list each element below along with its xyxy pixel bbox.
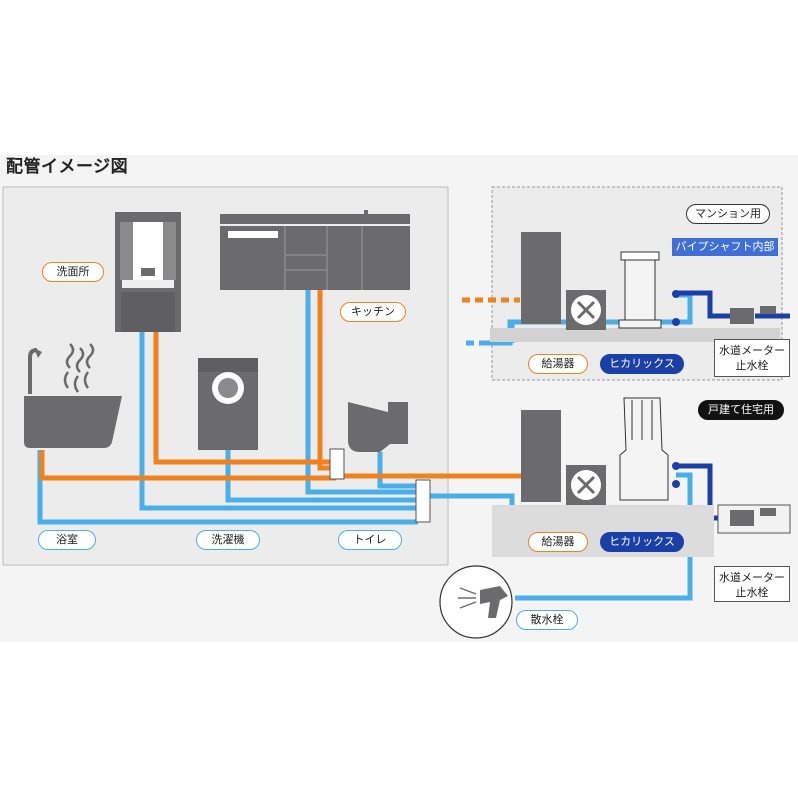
toilet — [348, 402, 408, 452]
house-meter-line1: 水道メーター — [719, 571, 785, 584]
mansion-meter-line1: 水道メーター — [719, 344, 785, 357]
laundry-cold-pipe — [225, 450, 418, 503]
bathtub — [24, 343, 122, 448]
house-product-label: ヒカリックス — [600, 532, 684, 552]
toilet-cold-pipe — [377, 452, 418, 489]
steam-icon — [65, 343, 75, 369]
mansion-meter-box: 水道メーター 止水栓 — [714, 339, 790, 377]
filter-unit — [619, 397, 669, 501]
washing-machine — [198, 358, 258, 450]
mansion-equipment — [490, 232, 780, 342]
washroom-cold-pipe — [139, 330, 418, 511]
mansion-meter-line2: 止水栓 — [735, 359, 769, 372]
label-bathroom: 浴室 — [38, 530, 96, 550]
bath-hot-pipe — [39, 450, 336, 481]
label-kitchen: キッチン — [340, 302, 406, 322]
washroom-vanity — [115, 212, 181, 332]
house-meter-line2: 止水栓 — [735, 586, 769, 599]
washroom-hot-pipe — [153, 330, 336, 465]
house-meter-box: 水道メーター 止水栓 — [714, 566, 790, 602]
page-title: 配管イメージ図 — [6, 157, 129, 177]
mansion-supply-pipe — [676, 290, 730, 319]
label-garden-faucet: 散水栓 — [516, 610, 578, 630]
cold-header — [415, 479, 431, 523]
mansion-badge: マンション用 — [686, 204, 770, 224]
mansion-heater-label: 給湯器 — [528, 354, 588, 374]
label-washroom: 洗面所 — [42, 262, 104, 282]
house-heater-label: 給湯器 — [528, 532, 588, 552]
pipe-shaft-label: パイプシャフト内部 — [672, 238, 778, 256]
garden-faucet-icon — [439, 565, 513, 639]
label-toilet: トイレ — [338, 530, 402, 550]
label-laundry: 洗濯機 — [196, 530, 260, 550]
mansion-product-label: ヒカリックス — [600, 354, 684, 374]
hot-header — [329, 448, 345, 480]
kitchen-unit — [220, 210, 410, 290]
kitchen-cold-pipe — [305, 290, 418, 495]
house-badge: 戸建て住宅用 — [698, 400, 784, 420]
